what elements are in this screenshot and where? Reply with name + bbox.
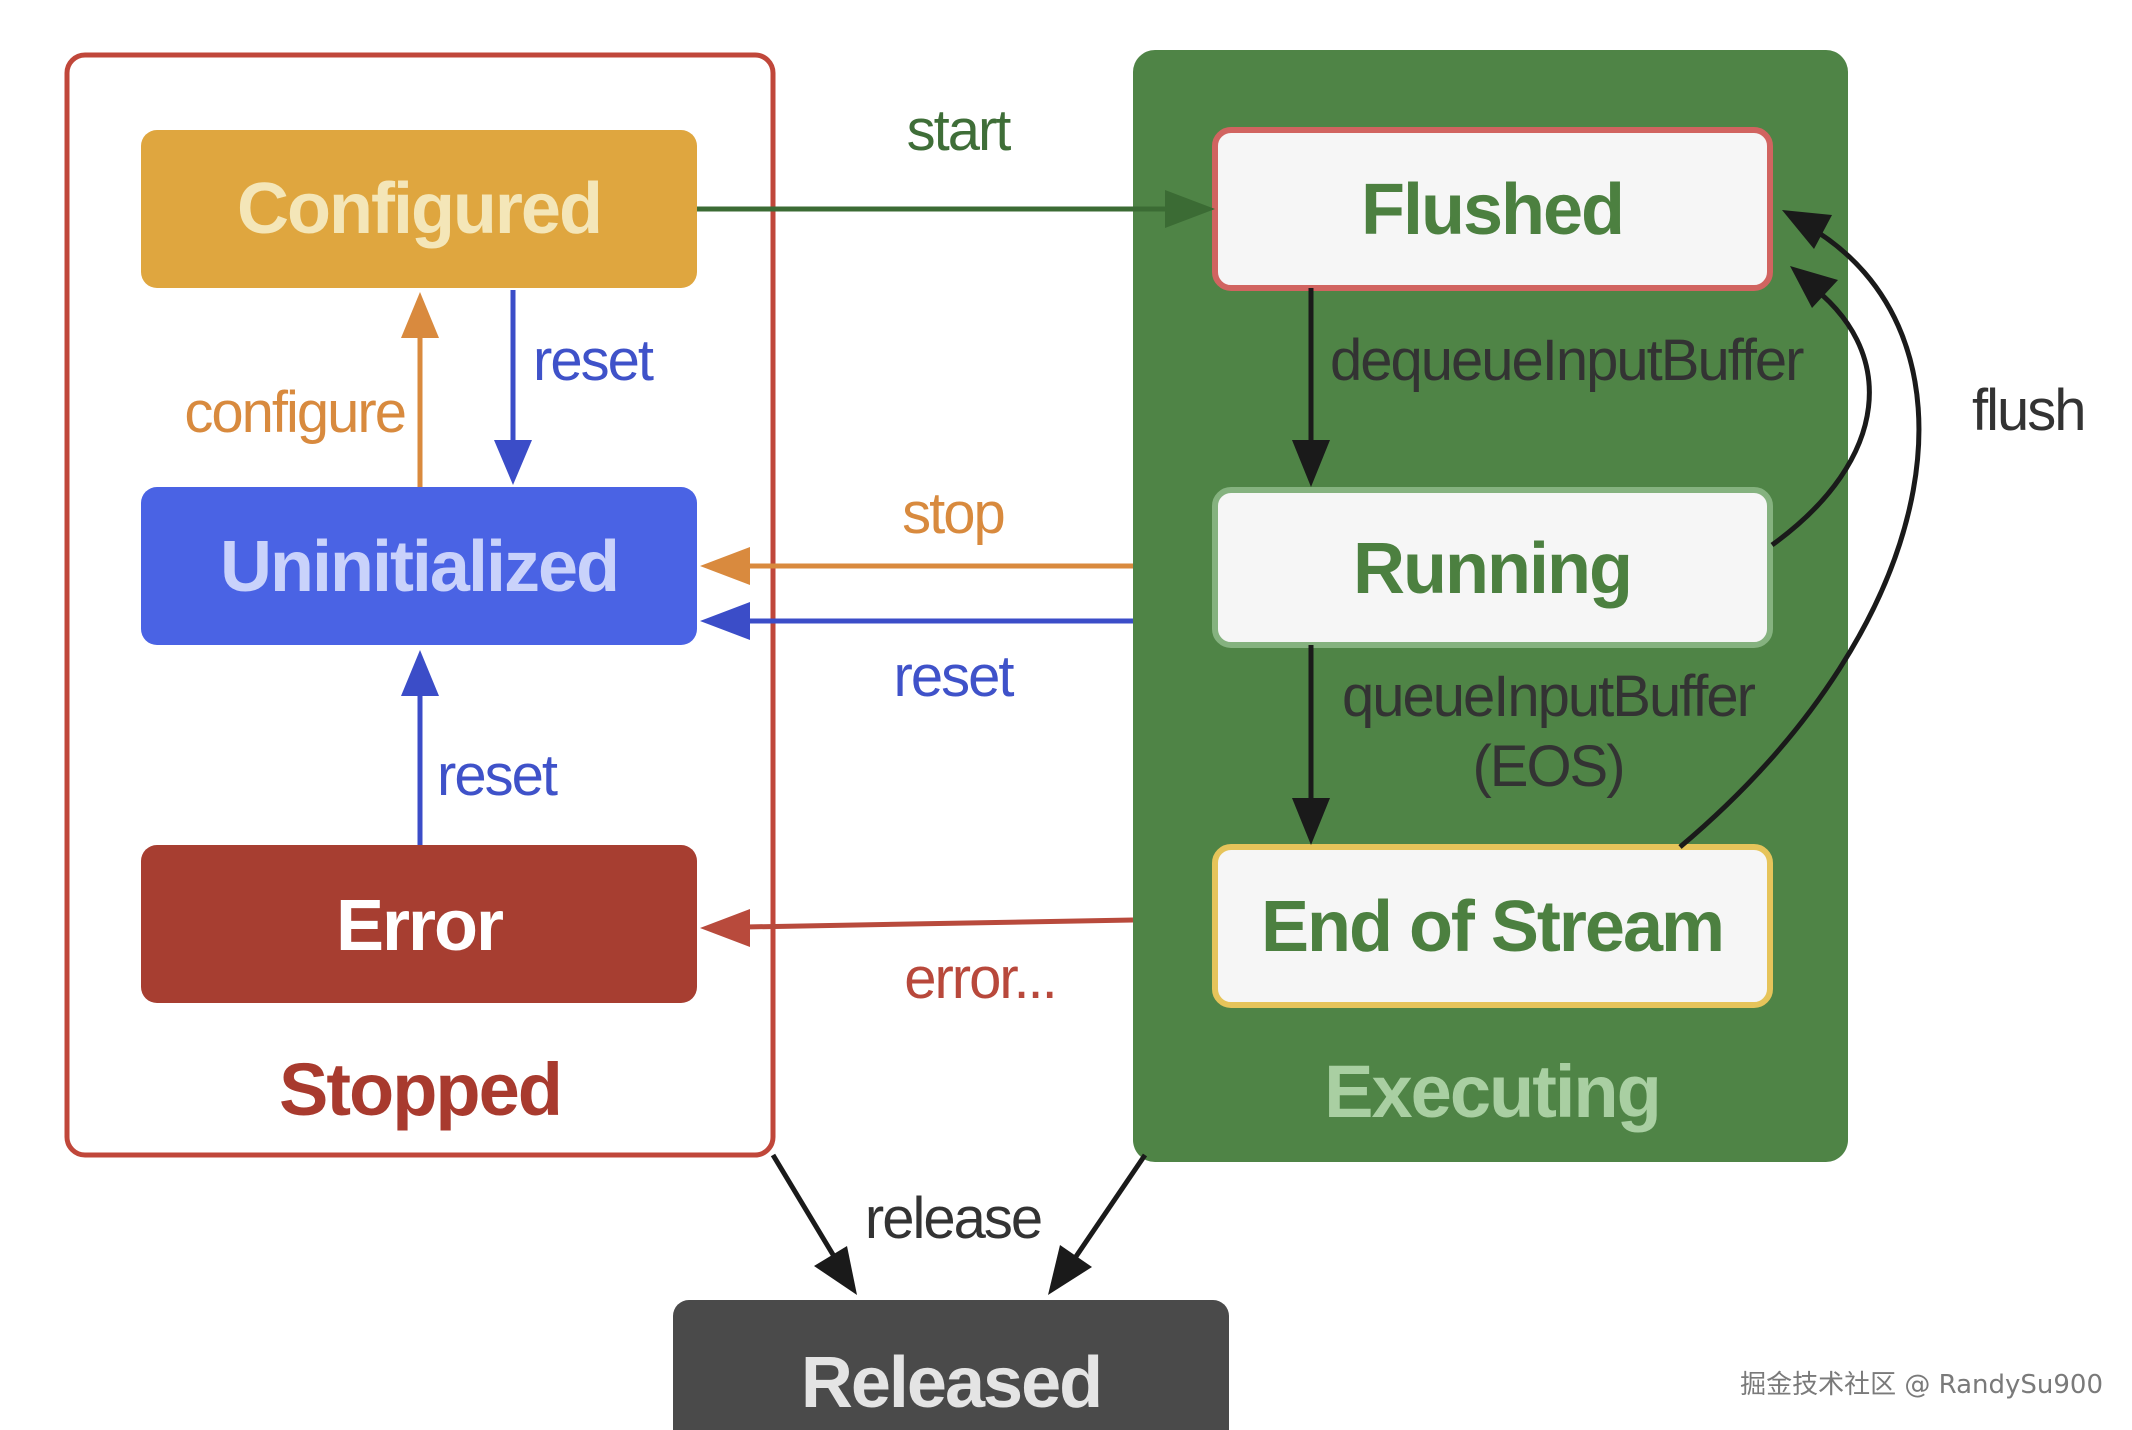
executing-group-label: Executing xyxy=(1324,1050,1660,1133)
arrow-flush-eos-head xyxy=(1782,210,1832,249)
label-reset-executing: reset xyxy=(894,644,1015,709)
label-queue-line1: queueInputBuffer xyxy=(1342,664,1756,729)
end-of-stream-label: End of Stream xyxy=(1261,887,1723,967)
state-running: Running xyxy=(1212,487,1773,648)
arrow-start-head xyxy=(1165,190,1215,228)
arrow-error-line xyxy=(744,917,1134,930)
stopped-group-label: Stopped xyxy=(279,1048,561,1131)
arrow-reset-executing-head xyxy=(700,602,750,640)
arrow-release-stopped-head xyxy=(814,1246,857,1295)
label-configure: configure xyxy=(184,380,405,445)
label-dequeue: dequeueInputBuffer xyxy=(1330,328,1804,393)
arrow-release-executing xyxy=(1048,1153,1148,1295)
arrow-queue-head xyxy=(1292,798,1330,845)
arrow-release-executing-line xyxy=(1072,1153,1148,1260)
arrow-error xyxy=(700,909,1134,947)
arrow-reset-configured-head xyxy=(494,440,532,485)
uninitialized-label: Uninitialized xyxy=(220,527,618,607)
arrow-flush-running xyxy=(1770,266,1872,548)
arrow-reset-error-head xyxy=(401,650,439,696)
arrow-start xyxy=(697,190,1215,228)
state-configured: Configured xyxy=(141,130,697,288)
label-reset-configured: reset xyxy=(533,328,654,393)
label-flush: flush xyxy=(1972,378,2085,443)
arrow-flush-running-curve xyxy=(1770,279,1872,548)
arrow-reset-configured xyxy=(494,290,532,485)
label-start: start xyxy=(907,98,1012,163)
arrow-flush-running-head xyxy=(1790,266,1838,308)
state-error: Error xyxy=(141,845,697,1003)
state-end-of-stream: End of Stream xyxy=(1212,844,1773,1008)
watermark: 掘金技术社区 @ RandySu900 xyxy=(1740,1370,2103,1400)
arrow-configure xyxy=(401,292,439,487)
arrow-release-stopped xyxy=(770,1153,857,1295)
label-reset-error: reset xyxy=(437,743,558,808)
arrow-dequeue-head xyxy=(1292,440,1330,487)
arrow-dequeue xyxy=(1292,288,1330,487)
label-queue-line2: (EOS) xyxy=(1472,734,1623,799)
state-uninitialized: Uninitialized xyxy=(141,487,697,645)
label-error: error... xyxy=(904,946,1056,1011)
running-box xyxy=(1212,487,1773,648)
configured-label: Configured xyxy=(237,169,601,249)
arrow-configure-head xyxy=(401,292,439,338)
label-stop: stop xyxy=(902,481,1004,546)
uninitialized-box xyxy=(141,487,697,645)
released-box xyxy=(673,1300,1229,1430)
arrow-queue xyxy=(1292,645,1330,845)
flushed-label: Flushed xyxy=(1361,170,1623,250)
state-released: Released xyxy=(673,1300,1229,1430)
configured-box xyxy=(141,130,697,288)
released-label: Released xyxy=(801,1343,1101,1423)
arrow-flush-eos xyxy=(1678,210,1922,849)
arrow-flush-eos-curve xyxy=(1678,222,1922,849)
error-box xyxy=(141,845,697,1003)
end-of-stream-box xyxy=(1212,844,1773,1008)
state-flushed: Flushed xyxy=(1212,127,1773,291)
arrow-error-head xyxy=(700,909,750,947)
error-label: Error xyxy=(336,886,503,966)
label-release: release xyxy=(865,1186,1041,1251)
arrow-release-stopped-line xyxy=(770,1153,838,1260)
arrow-release-executing-head xyxy=(1048,1245,1092,1295)
arrow-stop-head xyxy=(700,547,750,585)
arrow-reset-error xyxy=(401,650,439,845)
running-label: Running xyxy=(1353,529,1631,609)
arrow-stop xyxy=(700,547,1133,585)
arrow-reset-executing xyxy=(700,602,1133,640)
